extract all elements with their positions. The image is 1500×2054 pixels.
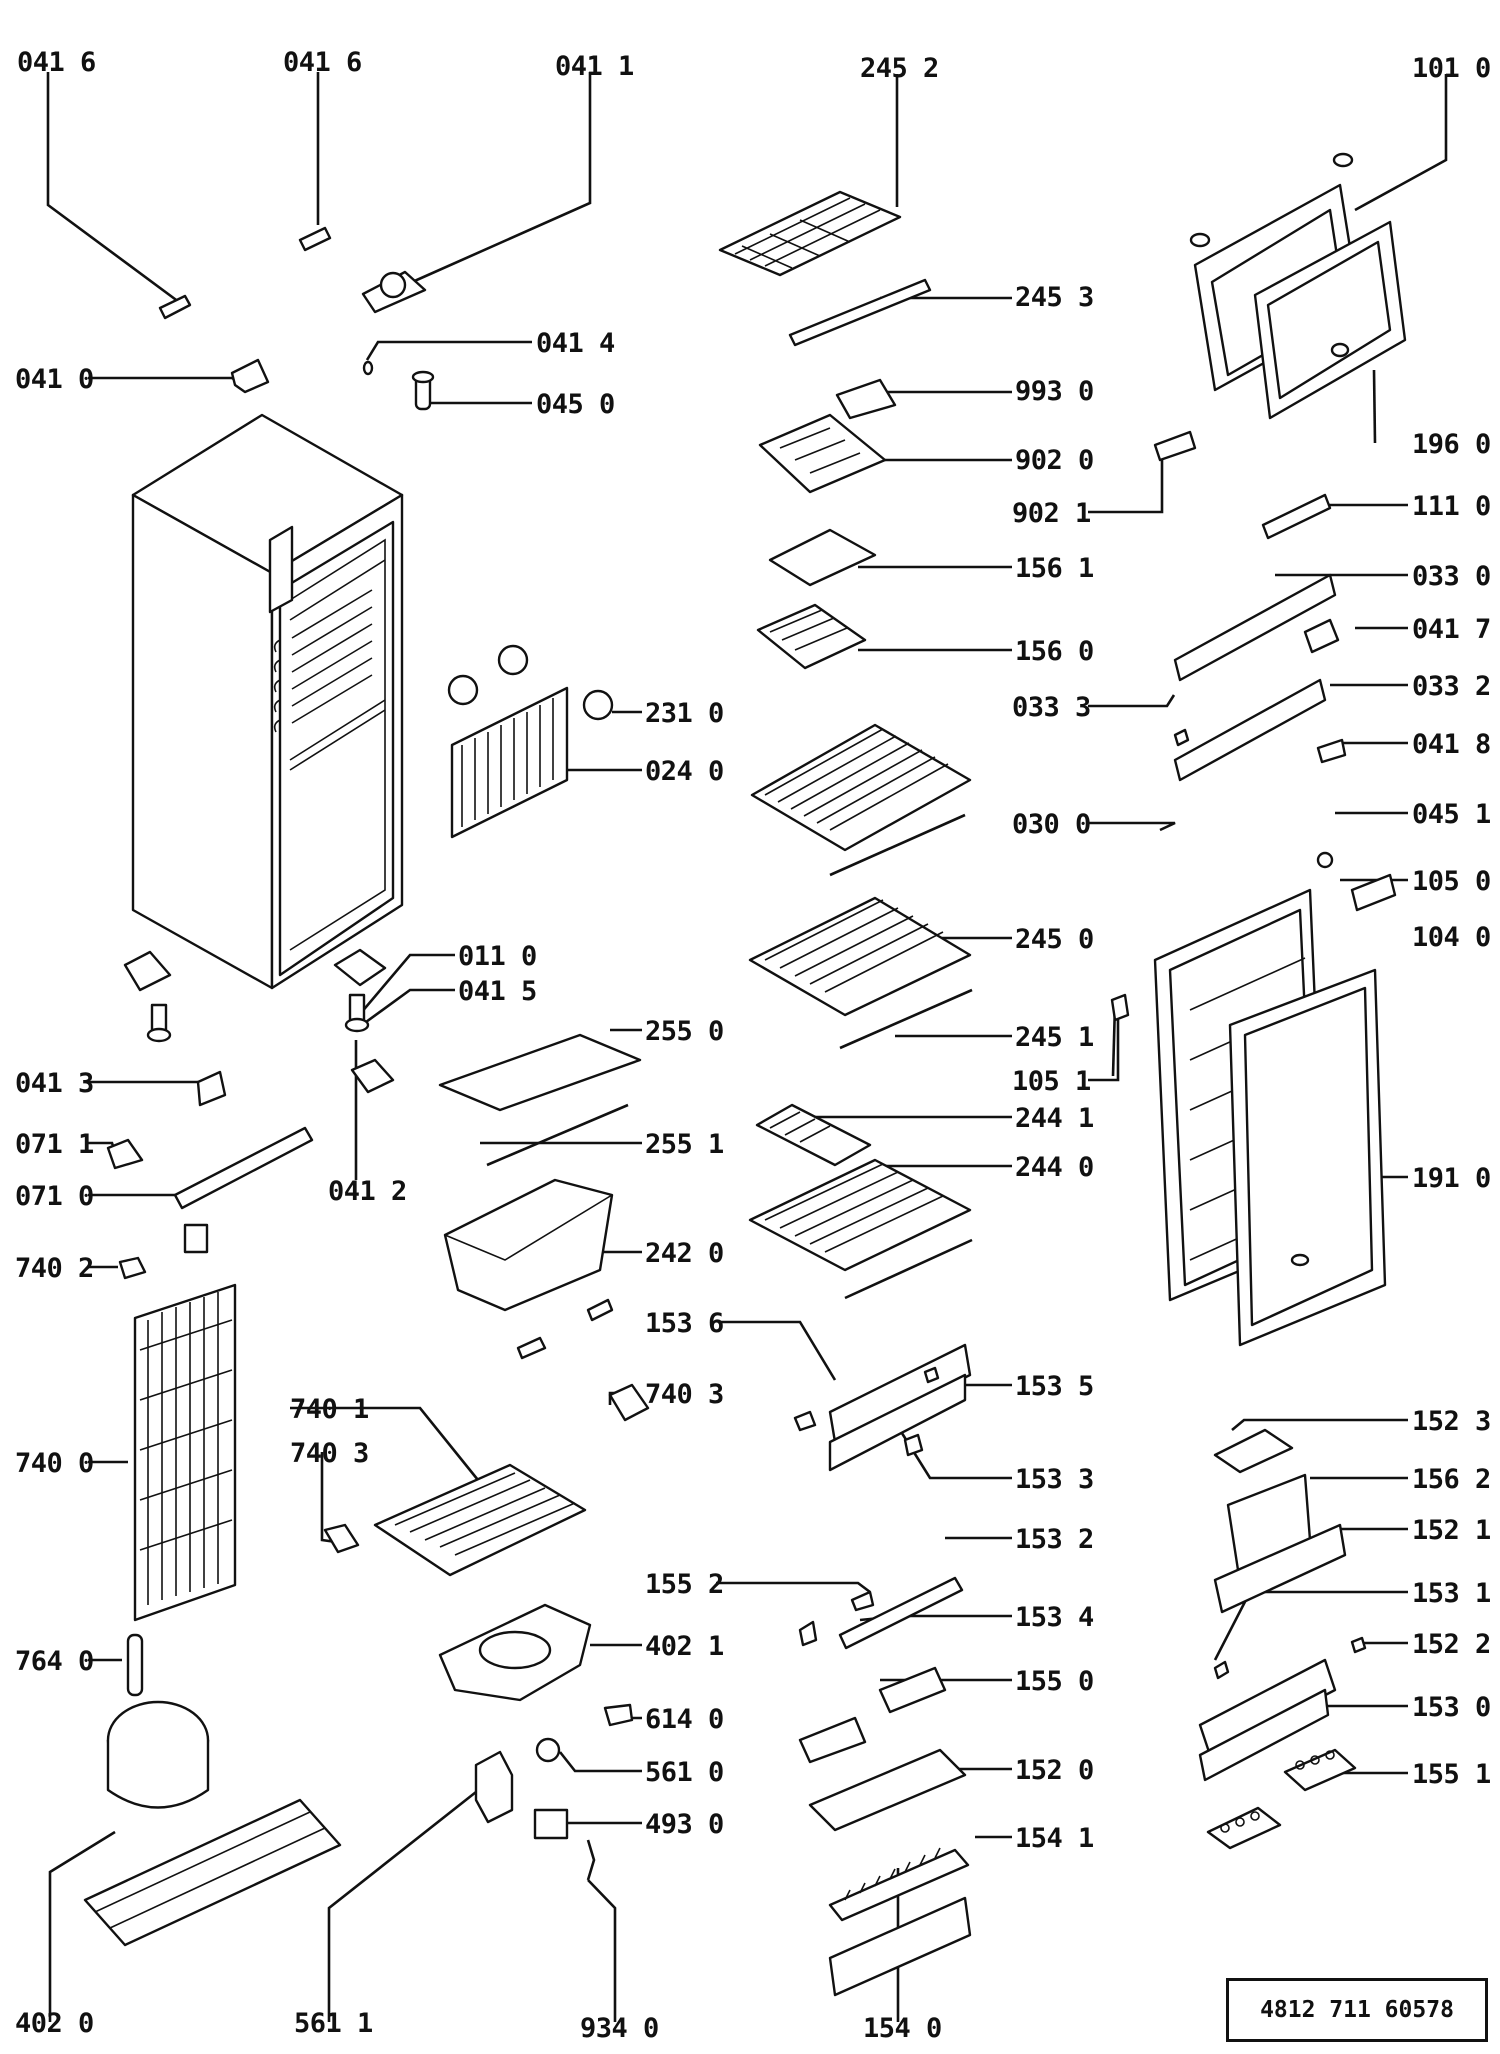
callout-105-0: 105 0 (1412, 866, 1491, 897)
callout-153-3: 153 3 (1015, 1464, 1094, 1495)
callout-740-3-lower: 740 3 (290, 1438, 369, 1469)
callout-902-0: 902 0 (1015, 445, 1094, 476)
callout-740-3-upper: 740 3 (645, 1379, 724, 1410)
callout-614-0: 614 0 (645, 1704, 724, 1735)
crisper-cover (438, 1033, 642, 1360)
freezer-door (1110, 152, 1407, 1022)
callout-104-0: 104 0 (1412, 922, 1491, 953)
callout-245-1: 245 1 (1015, 1022, 1094, 1053)
drip-tray (323, 1383, 650, 1702)
callout-244-1: 244 1 (1015, 1103, 1094, 1134)
callout-153-1: 153 1 (1412, 1578, 1491, 1609)
callout-111-0: 111 0 (1412, 491, 1491, 522)
callout-153-4: 153 4 (1015, 1602, 1094, 1633)
feet-and-brackets (106, 948, 395, 1280)
door-bins-right (1198, 1428, 1367, 1850)
callout-041-1: 041 1 (555, 51, 634, 82)
callout-153-5: 153 5 (1015, 1371, 1094, 1402)
evaporator-plate (447, 644, 614, 839)
callout-255-0: 255 0 (645, 1016, 724, 1047)
callout-740-2: 740 2 (15, 1253, 94, 1284)
callout-033-2: 033 2 (1412, 671, 1491, 702)
callout-033-3: 033 3 (1012, 692, 1091, 723)
callout-033-0: 033 0 (1412, 561, 1491, 592)
callout-101-0: 101 0 (1412, 53, 1491, 84)
fridge-shelves (748, 723, 973, 1300)
document-number-box: 4812 711 60578 (1226, 1978, 1488, 2042)
callout-041-0: 041 0 (15, 364, 94, 395)
callout-156-1: 156 1 (1015, 553, 1094, 584)
callout-152-1: 152 1 (1412, 1515, 1491, 1546)
callout-011-0: 011 0 (458, 941, 537, 972)
callout-402-0: 402 0 (15, 2008, 94, 2039)
callout-152-3: 152 3 (1412, 1406, 1491, 1437)
callout-041-7: 041 7 (1412, 614, 1491, 645)
callout-154-0: 154 0 (863, 2013, 942, 2044)
callout-740-0: 740 0 (15, 1448, 94, 1479)
callout-740-1: 740 1 (290, 1394, 369, 1425)
callout-245-0: 245 0 (1015, 924, 1094, 955)
compressor-assembly (83, 1633, 342, 1947)
callout-993-0: 993 0 (1015, 376, 1094, 407)
callout-152-2: 152 2 (1412, 1629, 1491, 1660)
callout-764-0: 764 0 (15, 1646, 94, 1677)
callout-071-0: 071 0 (15, 1181, 94, 1212)
callout-156-2: 156 2 (1412, 1464, 1491, 1495)
callout-191-0: 191 0 (1412, 1163, 1491, 1194)
callout-561-0: 561 0 (645, 1757, 724, 1788)
callout-041-2: 041 2 (328, 1176, 407, 1207)
callout-154-1: 154 1 (1015, 1823, 1094, 1854)
hinge-brackets-top (158, 226, 435, 411)
callout-902-1: 902 1 (1012, 498, 1091, 529)
callout-030-0: 030 0 (1012, 809, 1091, 840)
callout-041-6-left: 041 6 (17, 47, 96, 78)
callout-155-1: 155 1 (1412, 1759, 1491, 1790)
callout-242-0: 242 0 (645, 1238, 724, 1269)
callout-255-1: 255 1 (645, 1129, 724, 1160)
callout-153-2: 153 2 (1015, 1524, 1094, 1555)
callout-245-3: 245 3 (1015, 282, 1094, 313)
callout-196-0: 196 0 (1412, 429, 1491, 460)
freezer-shelves (718, 190, 932, 670)
callout-245-2: 245 2 (860, 53, 939, 84)
callout-153-6: 153 6 (645, 1308, 724, 1339)
callout-156-0: 156 0 (1015, 636, 1094, 667)
callout-041-8: 041 8 (1412, 729, 1491, 760)
fridge-door (1153, 888, 1387, 1347)
callout-153-0: 153 0 (1412, 1692, 1491, 1723)
callout-045-1: 045 1 (1412, 799, 1491, 830)
callout-244-0: 244 0 (1015, 1152, 1094, 1183)
callout-024-0: 024 0 (645, 756, 724, 787)
callout-231-0: 231 0 (645, 698, 724, 729)
electrical-parts (474, 1703, 634, 1881)
callout-041-3: 041 3 (15, 1068, 94, 1099)
callout-152-0: 152 0 (1015, 1755, 1094, 1786)
callout-041-4: 041 4 (536, 328, 615, 359)
callout-105-1: 105 1 (1012, 1066, 1091, 1097)
callout-041-5: 041 5 (458, 976, 537, 1007)
callout-402-1: 402 1 (645, 1631, 724, 1662)
callout-493-0: 493 0 (645, 1809, 724, 1840)
callout-071-1: 071 1 (15, 1129, 94, 1160)
cabinet-body (131, 413, 404, 990)
callout-045-0: 045 0 (536, 389, 615, 420)
callout-934-0: 934 0 (580, 2013, 659, 2044)
condenser-coil (133, 1283, 237, 1622)
callout-041-6-mid: 041 6 (283, 47, 362, 78)
callout-155-0: 155 0 (1015, 1666, 1094, 1697)
door-bins-center (793, 1343, 972, 1997)
callout-155-2: 155 2 (645, 1569, 724, 1600)
callout-561-1: 561 1 (294, 2008, 373, 2039)
